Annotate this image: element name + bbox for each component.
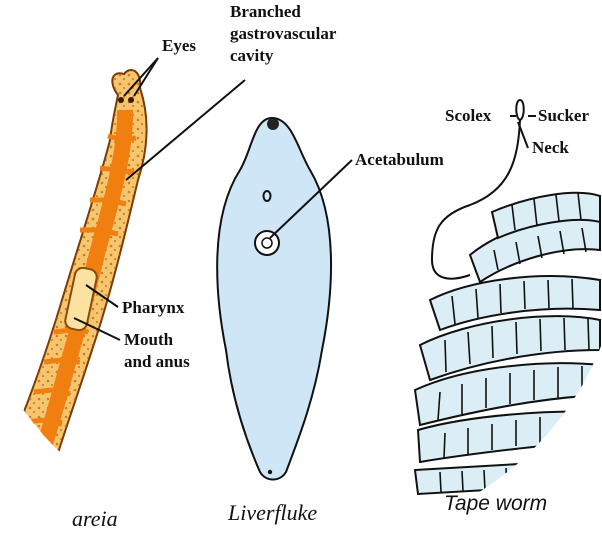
anus-label: and anus — [124, 352, 190, 371]
acetabulum-label: Acetabulum — [355, 150, 444, 169]
eye-right — [128, 97, 134, 103]
pharynx-label: Pharynx — [122, 298, 184, 317]
acetabulum-shape — [255, 231, 279, 255]
tapeworm-caption: Tape worm — [444, 492, 547, 516]
eye-left — [118, 97, 124, 103]
gastrovascular-label: gastrovascular — [230, 24, 336, 43]
neck-label: Neck — [532, 138, 569, 157]
scolex-label: Scolex — [445, 106, 491, 125]
planaria-caption: areia — [72, 506, 118, 532]
planaria-body — [0, 70, 147, 510]
sucker-label: Sucker — [538, 106, 589, 125]
cavity-label: cavity — [230, 46, 273, 65]
mouth-label: Mouth — [124, 330, 173, 349]
oral-sucker — [267, 118, 279, 130]
proglottid-coils — [415, 193, 600, 494]
liverfluke-caption: Liverfluke — [228, 500, 317, 526]
liverfluke-body — [217, 118, 331, 480]
branched-label: Branched — [230, 2, 301, 21]
eyes-label: Eyes — [162, 36, 196, 55]
scolex-shape — [516, 100, 524, 120]
